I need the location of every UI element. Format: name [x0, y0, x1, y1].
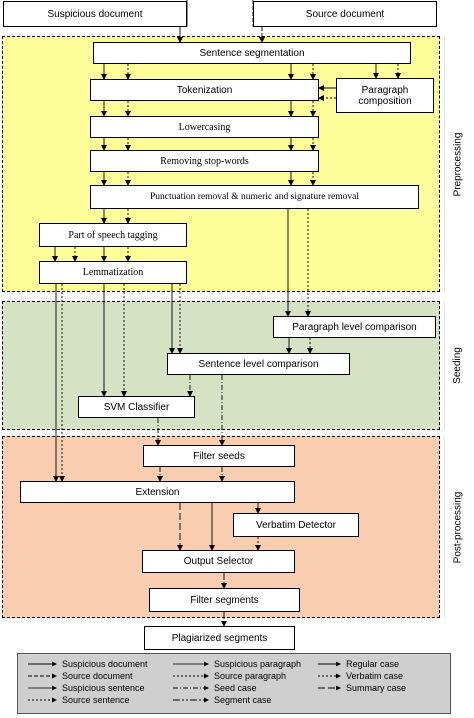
- pos-tagging-box: Part of speech tagging: [39, 223, 187, 247]
- lowercasing-box: Lowercasing: [90, 116, 319, 138]
- legend-summary-case: Summary case: [346, 683, 407, 693]
- legend: Suspicious document Source document Susp…: [17, 653, 451, 714]
- sentence-segmentation-box: Sentence segmentation: [93, 42, 411, 64]
- punctuation-removal-box: Punctuation removal & numeric and signat…: [90, 185, 419, 209]
- svm-classifier-box: SVM Classifier: [78, 396, 195, 418]
- extension-label: Extension: [135, 486, 180, 498]
- suspicious-document-box: Suspicious document: [3, 1, 187, 27]
- seeding-side-label: Seeding: [444, 301, 470, 430]
- legend-verbatim-case: Verbatim case: [346, 671, 404, 681]
- paragraph-level-comparison-label: Paragraph level comparison: [292, 321, 417, 333]
- legend-source-sentence: Source sentence: [62, 695, 130, 705]
- lemmatization-label: Lemmatization: [82, 267, 144, 278]
- removing-stop-words-label: Removing stop-words: [160, 155, 249, 167]
- legend-source-document: Source document: [62, 671, 133, 681]
- filter-seeds-label: Filter seeds: [193, 450, 245, 462]
- sentence-level-comparison-box: Sentence level comparison: [167, 353, 350, 375]
- verbatim-detector-label: Verbatim Detector: [255, 519, 337, 531]
- output-selector-label: Output Selector: [183, 556, 254, 567]
- tokenization-label: Tokenization: [176, 84, 233, 96]
- filter-segments-label: Filter segments: [190, 594, 259, 606]
- post-processing-side-label: Post-processing: [444, 436, 470, 618]
- preprocessing-side-label: Preprocessing: [444, 36, 470, 292]
- legend-seed-case: Seed case: [214, 683, 257, 693]
- source-document-box: Source document: [253, 1, 437, 27]
- legend-suspicious-document: Suspicious document: [62, 659, 148, 669]
- filter-seeds-box: Filter seeds: [143, 445, 295, 467]
- source-document-label: Source document: [305, 8, 385, 20]
- sentence-level-comparison-label: Sentence level comparison: [198, 358, 319, 370]
- legend-regular-case: Regular case: [346, 659, 400, 669]
- svm-classifier-label: SVM Classifier: [103, 401, 170, 413]
- verbatim-detector-box: Verbatim Detector: [233, 513, 359, 537]
- paragraph-level-comparison-box: Paragraph level comparison: [273, 316, 436, 338]
- plagiarized-segments-box: Plagiarized segments: [144, 626, 295, 650]
- legend-suspicious-paragraph: Suspicious paragraph: [214, 659, 302, 669]
- legend-lines: [28, 661, 341, 703]
- paragraph-composition-label: Paragraph composition: [358, 84, 412, 107]
- punctuation-removal-label: Punctuation removal & numeric and signat…: [150, 191, 359, 202]
- plagiarized-segments-label: Plagiarized segments: [171, 632, 268, 644]
- legend-segment-case: Segment case: [214, 695, 272, 705]
- output-selector-box: Output Selector: [142, 550, 295, 573]
- legend-source-paragraph: Source paragraph: [214, 671, 287, 681]
- extension-box: Extension: [20, 481, 295, 503]
- suspicious-document-label: Suspicious document: [47, 8, 143, 20]
- lemmatization-box: Lemmatization: [39, 261, 187, 284]
- lowercasing-label: Lowercasing: [178, 121, 231, 133]
- legend-suspicious-sentence: Suspicious sentence: [62, 683, 145, 693]
- paragraph-composition-box: Paragraph composition: [336, 78, 434, 113]
- sentence-segmentation-label: Sentence segmentation: [199, 47, 305, 59]
- removing-stop-words-box: Removing stop-words: [90, 150, 319, 172]
- filter-segments-box: Filter segments: [149, 588, 300, 612]
- pos-tagging-label: Part of speech tagging: [68, 229, 158, 241]
- tokenization-box: Tokenization: [90, 79, 319, 101]
